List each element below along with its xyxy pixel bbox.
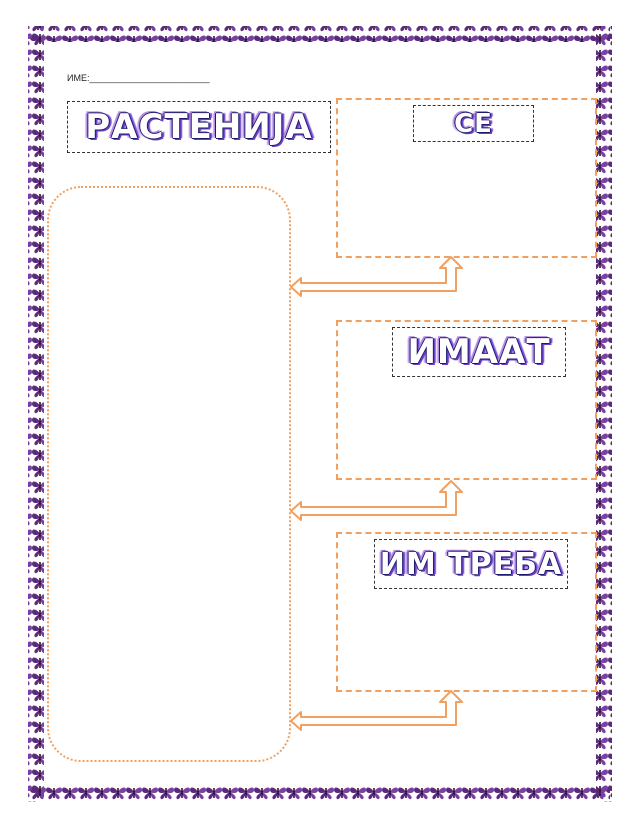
heading-im-treba: ИМ ТРЕБА	[379, 546, 563, 582]
box-imaat[interactable]	[336, 320, 597, 480]
box-im-treba[interactable]	[336, 532, 597, 692]
heading-se: СЕ	[454, 108, 493, 139]
border-left	[28, 26, 44, 802]
double-arrow-icon	[290, 690, 463, 731]
border-right	[596, 26, 612, 802]
box-se[interactable]	[336, 98, 597, 258]
heading-imaat: ИМААТ	[407, 332, 551, 372]
double-arrow-icon	[290, 256, 463, 297]
page-title: РАСТЕНИЈА	[85, 107, 313, 147]
name-field[interactable]: ИМЕ:________________________	[67, 73, 210, 83]
heading-box-imaat: ИМААТ	[392, 327, 566, 377]
heading-box-se: СЕ	[413, 105, 534, 142]
double-arrow-icon	[290, 480, 463, 521]
plant-drawing-area[interactable]	[47, 186, 291, 762]
title-box: РАСТЕНИЈА	[67, 101, 331, 153]
border-top	[30, 26, 610, 42]
heading-box-im-treba: ИМ ТРЕБА	[374, 539, 568, 589]
border-bottom	[30, 786, 610, 802]
